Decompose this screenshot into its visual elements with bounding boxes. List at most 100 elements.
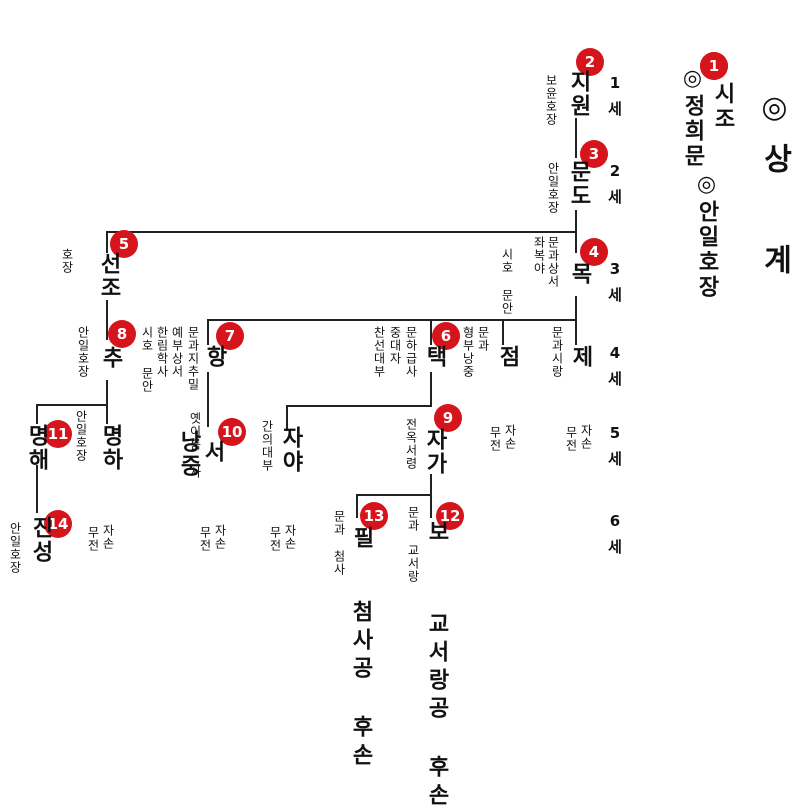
- no-heir-note: 무전: [564, 426, 578, 452]
- tree-line: [36, 404, 38, 424]
- tree-line: [575, 210, 577, 232]
- person-note: 문하급사: [404, 326, 418, 378]
- no-heir-note: 자손: [101, 524, 115, 550]
- person-note: 옛이름 사: [188, 412, 202, 479]
- person-badge: 13: [360, 502, 388, 530]
- person-name: 목: [567, 262, 592, 286]
- person-badge: 8: [108, 320, 136, 348]
- person-note: 간의대부: [260, 420, 274, 472]
- lineage-caption-right: 교서랑공 후손: [424, 612, 449, 811]
- person-note: 예부상서: [170, 326, 184, 378]
- person-note: 보윤호장: [544, 74, 558, 126]
- person-badge: 9: [434, 404, 462, 432]
- tree-line: [575, 231, 577, 253]
- person-badge: 12: [436, 502, 464, 530]
- founder-title: ◎안일호장: [694, 172, 719, 300]
- tree-line: [575, 319, 577, 345]
- person-name: 점: [495, 345, 520, 369]
- tree-line: [207, 372, 209, 427]
- person-badge: 3: [580, 140, 608, 168]
- person-badge: 4: [580, 238, 608, 266]
- person-note: 시호 문안: [500, 248, 514, 315]
- person-badge: 7: [216, 322, 244, 350]
- lineage-caption-left: 첨사공 후손: [348, 600, 373, 771]
- person-note: 문과: [476, 326, 490, 352]
- person-note: 중대자: [388, 326, 402, 365]
- person-note: 호장: [60, 248, 74, 274]
- tree-line: [430, 474, 432, 496]
- person-note: 문과상서: [546, 236, 560, 288]
- generation-label: 5세: [608, 424, 622, 468]
- tree-line: [106, 231, 577, 233]
- person-note: 형부낭중: [461, 326, 475, 378]
- person-note: 문과지추밀: [186, 326, 200, 391]
- founder-badge: 1: [700, 52, 728, 80]
- tree-line: [575, 296, 577, 320]
- person-badge: 2: [576, 48, 604, 76]
- person-note: 전옥서령: [404, 418, 418, 470]
- person-name: 선조: [96, 252, 121, 300]
- tree-line: [106, 231, 108, 253]
- person-note: 교서랑: [406, 544, 420, 583]
- tree-line: [36, 465, 38, 513]
- generation-label: 4세: [608, 344, 622, 388]
- person-name: 택: [422, 345, 447, 369]
- tree-line: [575, 118, 577, 158]
- person-badge: 11: [44, 420, 72, 448]
- person-note: 좌복야: [532, 236, 546, 275]
- person-note: 문과: [332, 510, 346, 536]
- person-note: 문과: [406, 506, 420, 532]
- tree-line: [106, 404, 108, 424]
- no-heir-note: 무전: [198, 526, 212, 552]
- no-heir-note: 자손: [579, 424, 593, 450]
- person-note: 안일호장: [8, 522, 22, 574]
- tree-line: [36, 404, 108, 406]
- founder-name: ◎정희문: [680, 66, 705, 169]
- tree-line: [356, 494, 432, 496]
- person-note: 시호 문안: [140, 326, 154, 393]
- generation-label: 3세: [608, 260, 622, 304]
- person-name: 제: [568, 345, 593, 369]
- person-name: 진성: [28, 516, 53, 564]
- tree-line: [207, 319, 577, 321]
- founder-label: 시조: [710, 82, 735, 132]
- tree-line: [430, 372, 432, 406]
- person-name-alt: 낭중: [176, 430, 201, 478]
- person-name: 필: [349, 526, 374, 550]
- person-note: 첨사: [332, 550, 346, 576]
- person-badge: 10: [218, 418, 246, 446]
- person-note: 안일호장: [76, 326, 90, 378]
- tree-line: [502, 319, 504, 345]
- person-note: 안일호장: [546, 162, 560, 214]
- person-name: 추: [98, 346, 123, 370]
- person-badge: 14: [44, 510, 72, 538]
- tree-line: [106, 380, 108, 405]
- no-heir-note: 무전: [268, 526, 282, 552]
- person-name: 자야: [278, 426, 303, 474]
- tree-line: [286, 405, 288, 431]
- tree-line: [207, 319, 209, 345]
- person-name: 문도: [566, 160, 591, 208]
- tree-line: [286, 405, 432, 407]
- no-heir-note: 무전: [86, 526, 100, 552]
- person-note: 문과시랑: [550, 326, 564, 378]
- tree-line: [356, 494, 358, 518]
- person-note: 찬선대부: [372, 326, 386, 378]
- person-name: 명해: [24, 424, 49, 472]
- person-name: 명하: [98, 424, 123, 472]
- generation-label: 6세: [608, 512, 622, 556]
- no-heir-note: 자손: [503, 424, 517, 450]
- no-heir-note: 무전: [488, 426, 502, 452]
- tree-line: [106, 300, 108, 340]
- person-name: 자가: [422, 428, 447, 476]
- no-heir-note: 자손: [213, 524, 227, 550]
- person-name: 보: [424, 520, 449, 544]
- generation-label: 1세: [608, 74, 622, 118]
- person-note: 안일호장: [74, 410, 88, 462]
- person-name: 지원: [566, 70, 591, 118]
- person-badge: 6: [432, 322, 460, 350]
- tree-line: [430, 494, 432, 518]
- no-heir-note: 자손: [283, 524, 297, 550]
- person-note: 한림학사: [155, 326, 169, 378]
- person-name: 항: [202, 345, 227, 369]
